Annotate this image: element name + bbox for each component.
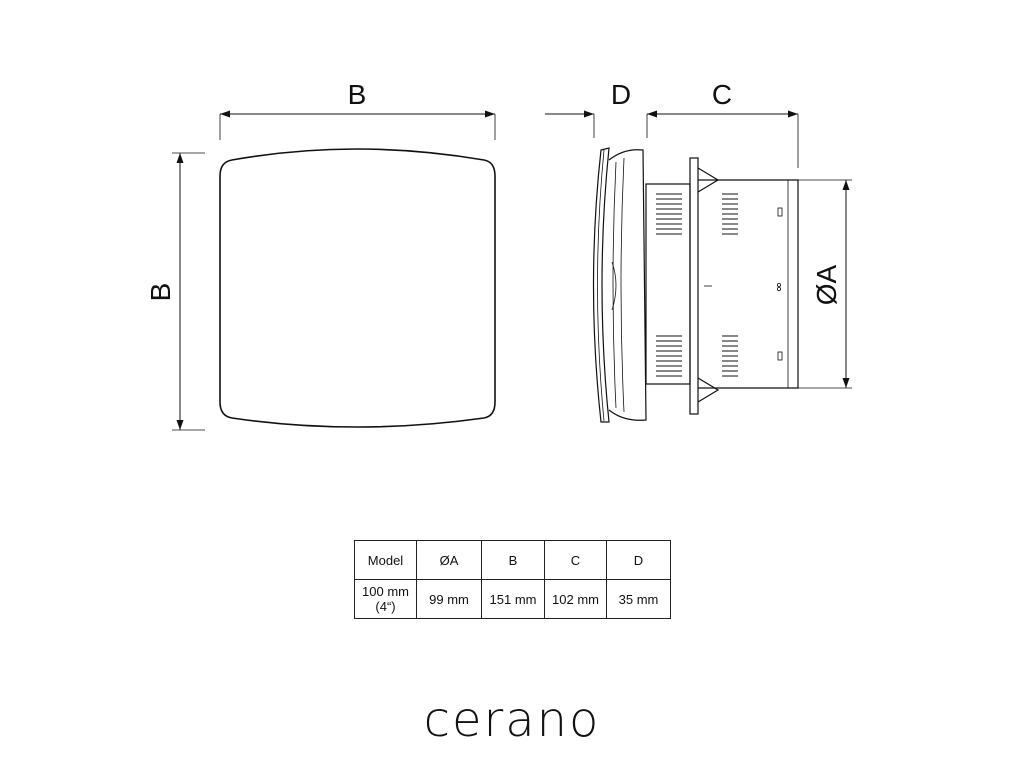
header-diameter: ØA: [416, 540, 482, 580]
mounting-flange: [689, 157, 699, 415]
header-model: Model: [354, 540, 417, 580]
spec-table: Model ØA B C D 100 mm (4“) 99 mm 151 mm …: [354, 540, 671, 619]
side-length-label: C: [712, 79, 732, 110]
model-size: 100 mm: [362, 584, 409, 599]
housing-bezel: [608, 149, 647, 421]
cell-diameter: 99 mm: [416, 579, 482, 619]
header-d: D: [606, 540, 671, 580]
cell-b: 151 mm: [481, 579, 545, 619]
vent-slots-tube: [722, 193, 738, 377]
vent-slots-upper: [656, 193, 682, 235]
duct-diameter-label: ØA: [811, 264, 842, 305]
cell-model: 100 mm (4“): [354, 579, 417, 619]
front-width-label: B: [348, 79, 367, 110]
front-view: [172, 110, 496, 431]
cell-c: 102 mm: [544, 579, 607, 619]
technical-drawing: B B: [145, 79, 852, 431]
side-depth-label: D: [611, 79, 631, 110]
header-b: B: [481, 540, 545, 580]
table-header-row: Model ØA B C D: [354, 540, 671, 580]
cover-plate: [592, 147, 610, 423]
side-view: [592, 147, 799, 423]
duct-tube: [698, 179, 799, 389]
vent-slots-lower: [656, 335, 682, 377]
header-c: C: [544, 540, 607, 580]
cell-d: 35 mm: [606, 579, 671, 619]
front-height-label: B: [145, 283, 176, 302]
table-row: 100 mm (4“) 99 mm 151 mm 102 mm 35 mm: [354, 579, 671, 619]
side-view-dimensions: [545, 110, 852, 389]
model-size-inches: (4“): [375, 599, 396, 614]
brand-logo: cerano: [423, 692, 601, 748]
front-panel-outline: [219, 148, 496, 428]
